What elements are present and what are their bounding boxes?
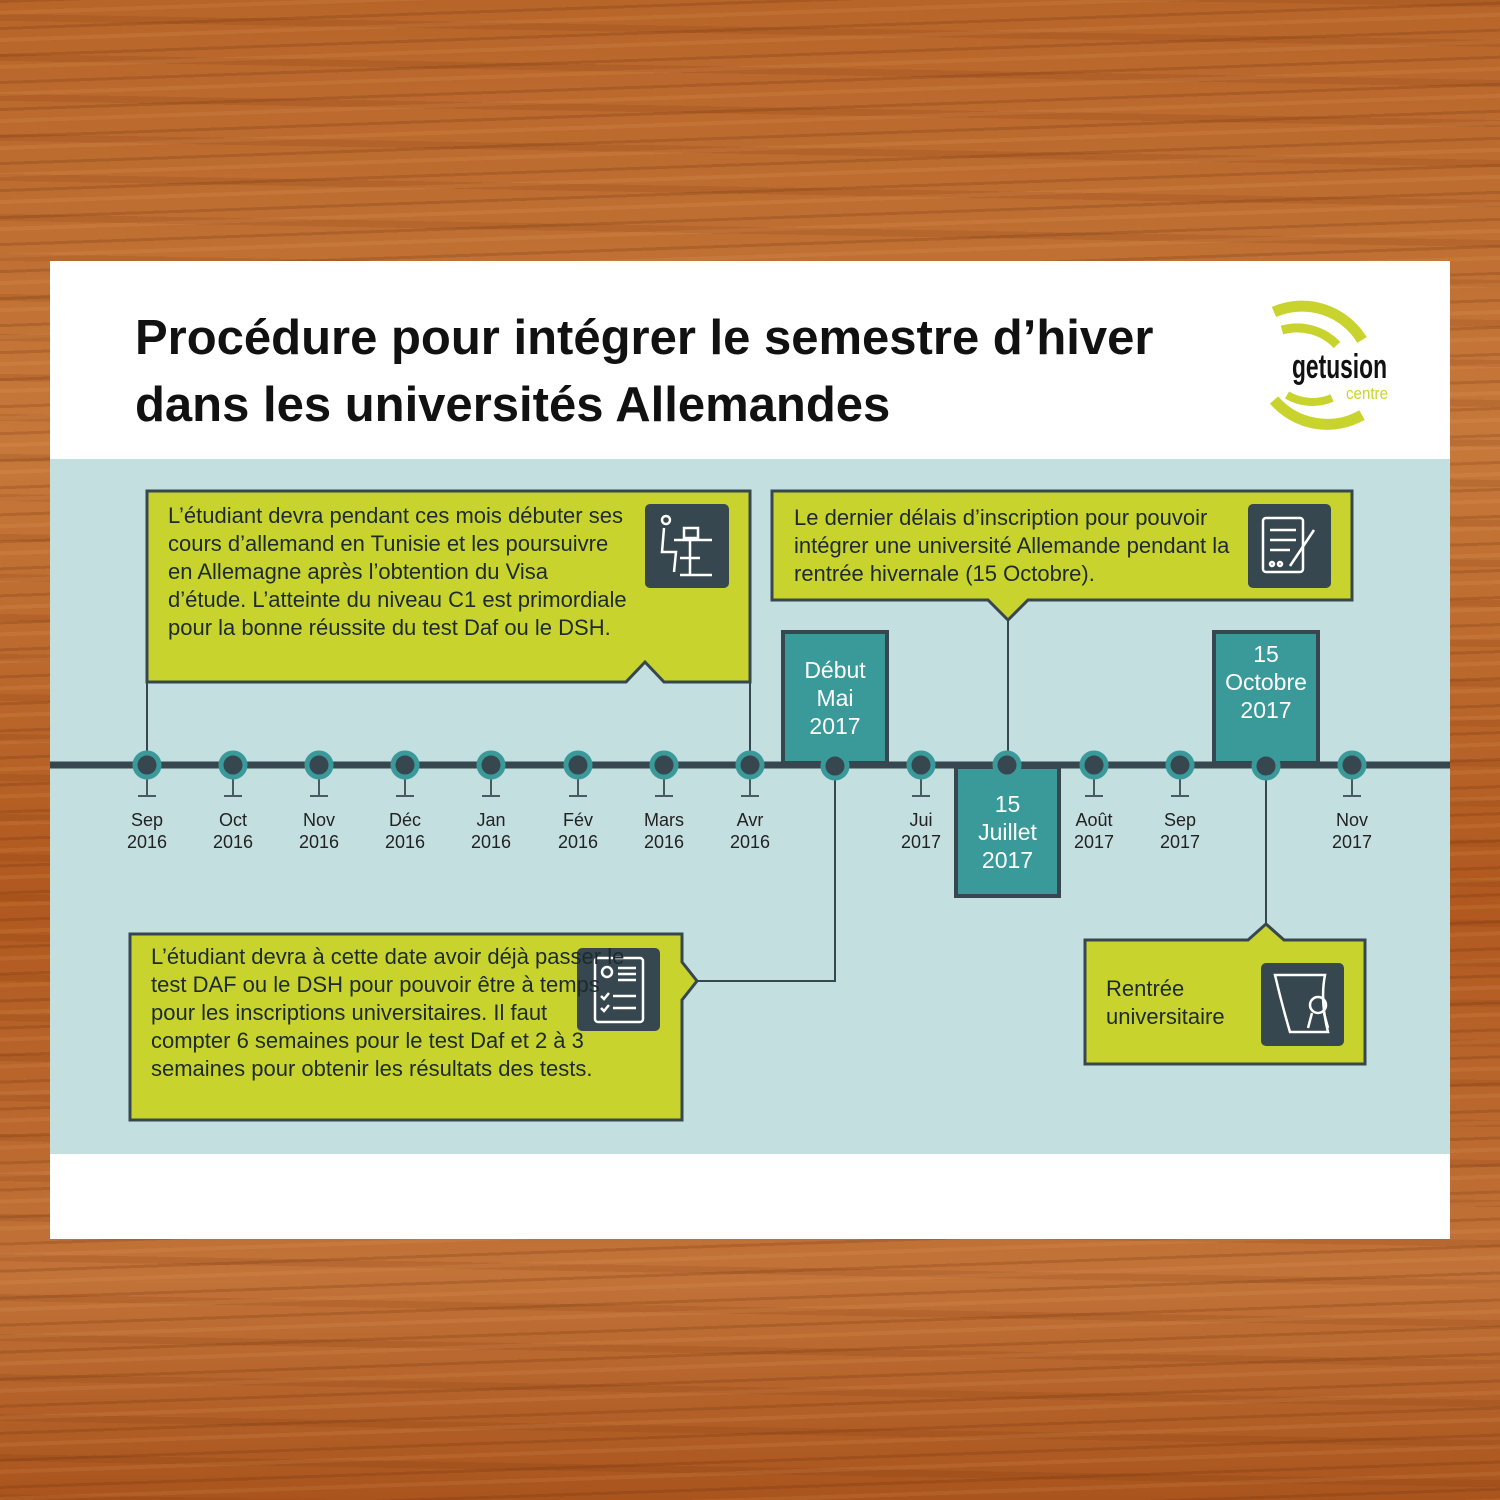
timeline-node: [906, 750, 936, 780]
diploma-scroll-icon: [1261, 963, 1344, 1046]
month: Nov: [1335, 810, 1368, 830]
year: 2017: [1159, 832, 1201, 852]
month: Jui: [909, 810, 933, 830]
year: 2016: [126, 832, 168, 852]
timeline-node: [304, 750, 334, 780]
svg-text:centre: centre: [1346, 384, 1388, 403]
month: Fév: [562, 810, 593, 830]
milestone-juillet-box: [954, 765, 1061, 898]
timeline-node: [218, 750, 248, 780]
milestone-line: 2017: [1240, 697, 1292, 723]
callout-cours-text: L’étudiant devra pendant ces mois débute…: [168, 503, 627, 640]
title-line-2: dans les universités Allemandes: [135, 378, 891, 432]
milestone-line: Mai: [816, 684, 854, 711]
milestone-octobre: 15 Octobre 2017: [1216, 640, 1316, 760]
svg-text:getusion: getusion: [1292, 348, 1387, 386]
year: 2016: [643, 832, 685, 852]
year: 2016: [557, 832, 599, 852]
callout-test-text: L’étudiant devra à cette date avoir déjà…: [151, 944, 625, 1081]
milestone-line: 2017: [809, 712, 861, 739]
page-title: Procédure pour intégrer le semestre d’hi…: [135, 305, 1153, 439]
form-pen-icon: [1248, 504, 1331, 588]
timeline-node: [1079, 750, 1109, 780]
milestone-mai-box: [781, 630, 889, 765]
timeline-node: [1337, 750, 1367, 780]
timeline-node: [735, 750, 765, 780]
month: Sep: [130, 810, 164, 830]
timeline-node: [390, 750, 420, 780]
timeline-node: [992, 750, 1022, 780]
milestone-juillet: 15 Juillet 2017: [958, 769, 1057, 894]
callout-test-box: [128, 932, 699, 1122]
timeline-node: [1251, 751, 1281, 781]
milestone-line: Octobre: [1225, 669, 1307, 695]
timeline-node: [1165, 750, 1195, 780]
year: 2016: [384, 832, 426, 852]
connector-line: [697, 766, 836, 982]
month: Avr: [736, 810, 764, 830]
month: Nov: [302, 810, 335, 830]
year: 2016: [212, 832, 254, 852]
month: Août: [1075, 810, 1113, 830]
certificate-checklist-icon: [577, 948, 660, 1031]
timeline-node: [649, 750, 679, 780]
callout-cours-box: [145, 489, 752, 684]
milestone-mai: Début Mai 2017: [785, 634, 885, 761]
month: Sep: [1163, 810, 1197, 830]
timeline-node: [820, 751, 850, 781]
milestone-line: Début: [804, 656, 866, 683]
milestone-line: 2017: [981, 846, 1034, 873]
year: 2016: [729, 832, 771, 852]
month: Mars: [644, 810, 684, 830]
year: 2017: [1073, 832, 1115, 852]
student-desk-icon: [645, 504, 729, 588]
year: 2016: [298, 832, 340, 852]
timeline-node: [132, 750, 162, 780]
getusion-logo: getusion centre: [1269, 300, 1388, 430]
title-line-1: Procédure pour intégrer le semestre d’hi…: [135, 311, 1154, 365]
callout-inscription-text: Le dernier délais d’inscription pour pou…: [794, 505, 1230, 586]
callout-rentree-text: Rentrée universitaire: [1106, 976, 1225, 1029]
callout-inscription-box: [770, 489, 1354, 623]
milestone-line: 15: [994, 790, 1021, 817]
month: Jan: [476, 810, 506, 830]
timeline-node: [476, 750, 506, 780]
timeline-node: [563, 750, 593, 780]
year: 2016: [470, 832, 512, 852]
milestone-octobre-box: [1212, 630, 1320, 765]
milestone-line: 15: [1253, 641, 1279, 667]
month: Oct: [218, 810, 247, 830]
year: 2017: [900, 832, 942, 852]
month: Déc: [388, 810, 421, 830]
year: 2017: [1331, 832, 1373, 852]
milestone-line: Juillet: [978, 818, 1037, 845]
